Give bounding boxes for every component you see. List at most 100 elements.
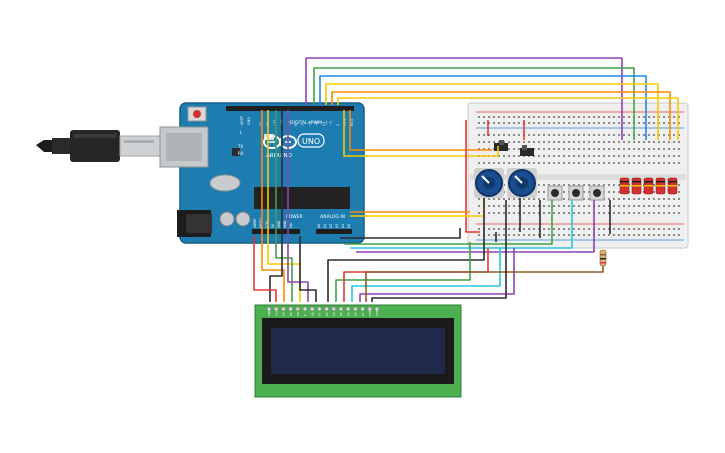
lcd-pin-label-11: D5	[346, 312, 350, 316]
wire-green-2	[313, 67, 635, 140]
lcd-pin-8	[324, 306, 329, 312]
digital-pin-label-13: RX 0	[350, 119, 354, 126]
arduino-model-text: UNO	[302, 137, 320, 146]
analog-pin-label-5: A5	[347, 224, 351, 228]
lcd-pin-14	[367, 306, 373, 312]
slide-switch-1[interactable]	[494, 140, 508, 151]
atmega-chip	[254, 187, 350, 209]
wire-yellow-4	[325, 83, 659, 140]
lcd-pin-label-14: LED	[368, 310, 372, 316]
wire-red-9	[465, 120, 480, 233]
wire-black-28	[299, 236, 317, 302]
wire-green-24	[275, 110, 293, 302]
wire-black-25	[269, 110, 283, 302]
potentiometer-1[interactable]	[474, 168, 504, 198]
digital-pin-label-6: 7	[301, 124, 305, 126]
gnd-label: GND	[247, 117, 251, 125]
wire-yellow-7	[343, 110, 499, 157]
wires	[253, 57, 679, 302]
digital-pin-label-4: ~9	[287, 121, 291, 126]
digital-pin-label-12: TX 1	[343, 119, 347, 127]
analog-pin-label-0: A0	[317, 224, 321, 228]
lcd-pin-10	[338, 306, 344, 312]
power-label: POWER	[286, 214, 303, 220]
resistor-array	[619, 177, 678, 195]
l-label: L	[240, 130, 243, 135]
digital-pin-label-8: ~5	[315, 121, 319, 126]
lcd-pin-1	[273, 306, 279, 312]
header-digital	[226, 106, 354, 111]
lcd-pin-0	[266, 306, 272, 312]
wire-yellow-6	[337, 97, 679, 140]
analog-pin-label-2: A2	[329, 224, 333, 228]
lcd-pin-label-3: RS	[289, 312, 293, 316]
reset-button[interactable]	[193, 110, 201, 118]
power-pin-label-6: Vin	[289, 223, 293, 228]
lcd-pin-label-15: LED	[375, 310, 379, 316]
slide-switch-2[interactable]	[520, 145, 534, 156]
lcd-pin-label-8: D2	[325, 312, 329, 316]
power-pin-label-5: GND	[283, 220, 287, 228]
lcd-pin-3	[288, 306, 293, 312]
lcd-pin-4	[295, 306, 301, 312]
breadboard[interactable]	[467, 102, 689, 249]
power-pin-label-1: RESET	[259, 218, 263, 228]
power-pin-label-2: 3.3V	[265, 220, 269, 228]
lcd-pin-label-6: D0	[310, 312, 314, 316]
lcd-pin-2	[281, 306, 286, 312]
lcd-pin-label-5: E	[303, 314, 307, 316]
wire-purple-18	[356, 200, 595, 253]
wire-orange-5	[331, 91, 671, 140]
lcd-pin-label-4: RW	[296, 312, 300, 316]
lcd-pin-6	[309, 306, 315, 312]
wire-green-16	[344, 200, 553, 245]
lcd-screen	[271, 328, 445, 374]
push-button-1[interactable]	[547, 185, 563, 201]
lcd-pin-label-12: D6	[354, 312, 358, 316]
push-button-2[interactable]	[568, 185, 584, 201]
power-pin-label-4: GND	[277, 220, 281, 228]
wire-orange-8	[349, 110, 492, 151]
arduino-board[interactable]: ARDUINO UNO DIGITAL (PWM~) POWER ANALOG …	[159, 102, 365, 244]
digital-pin-label-11: 2	[336, 124, 340, 126]
lcd-pin-5	[302, 306, 308, 312]
digital-pin-label-5: 8	[294, 124, 298, 126]
lcd-pin-label-1: VCC	[274, 310, 278, 316]
lcd-pin-9	[331, 306, 337, 312]
tx-label: TX	[237, 144, 243, 149]
lcd-pin-7	[317, 306, 322, 312]
lcd-pin-label-7: D1	[318, 312, 322, 316]
wire-yellow-13	[350, 198, 485, 217]
arduino-brand-text: ARDUINO	[266, 153, 293, 159]
digital-pin-label-2: ~11	[273, 119, 277, 126]
aref-label: AREF	[240, 116, 244, 125]
wire-purple-1	[305, 57, 623, 140]
wire-black-15	[340, 228, 461, 239]
wire-purple-26	[287, 110, 309, 302]
analog-pin-label-3: A3	[335, 224, 339, 228]
usb-cable	[36, 130, 161, 162]
lcd-pin-label-10: D4	[339, 312, 343, 316]
digital-pin-label-0: 13	[259, 122, 263, 126]
wire-red-27	[253, 236, 277, 302]
wire-black-29	[327, 198, 485, 302]
lcd-pin-15	[374, 306, 380, 312]
lcd-pin-13	[360, 306, 365, 312]
lcd-pin-label-2: V0	[282, 312, 286, 316]
power-pin-label-0: IOREF	[253, 218, 257, 228]
digital-pin-label-7: ~6	[308, 121, 312, 126]
resistor	[599, 249, 607, 267]
lcd-pin-label-9: D3	[332, 312, 336, 316]
wire-cyan-17	[350, 200, 573, 249]
lcd-pin-12	[353, 306, 358, 312]
digital-pin-label-9: 4	[322, 124, 326, 126]
wire-green-30	[335, 242, 471, 302]
push-button-3[interactable]	[589, 185, 605, 201]
wire-purple-33	[359, 248, 515, 302]
wire-orange-22	[261, 110, 285, 302]
lcd-pin-11	[345, 306, 351, 312]
potentiometer-2[interactable]	[507, 168, 537, 198]
lcd-pin-label-13: D7	[361, 312, 365, 316]
power-pin-label-3: 5V	[271, 223, 275, 228]
